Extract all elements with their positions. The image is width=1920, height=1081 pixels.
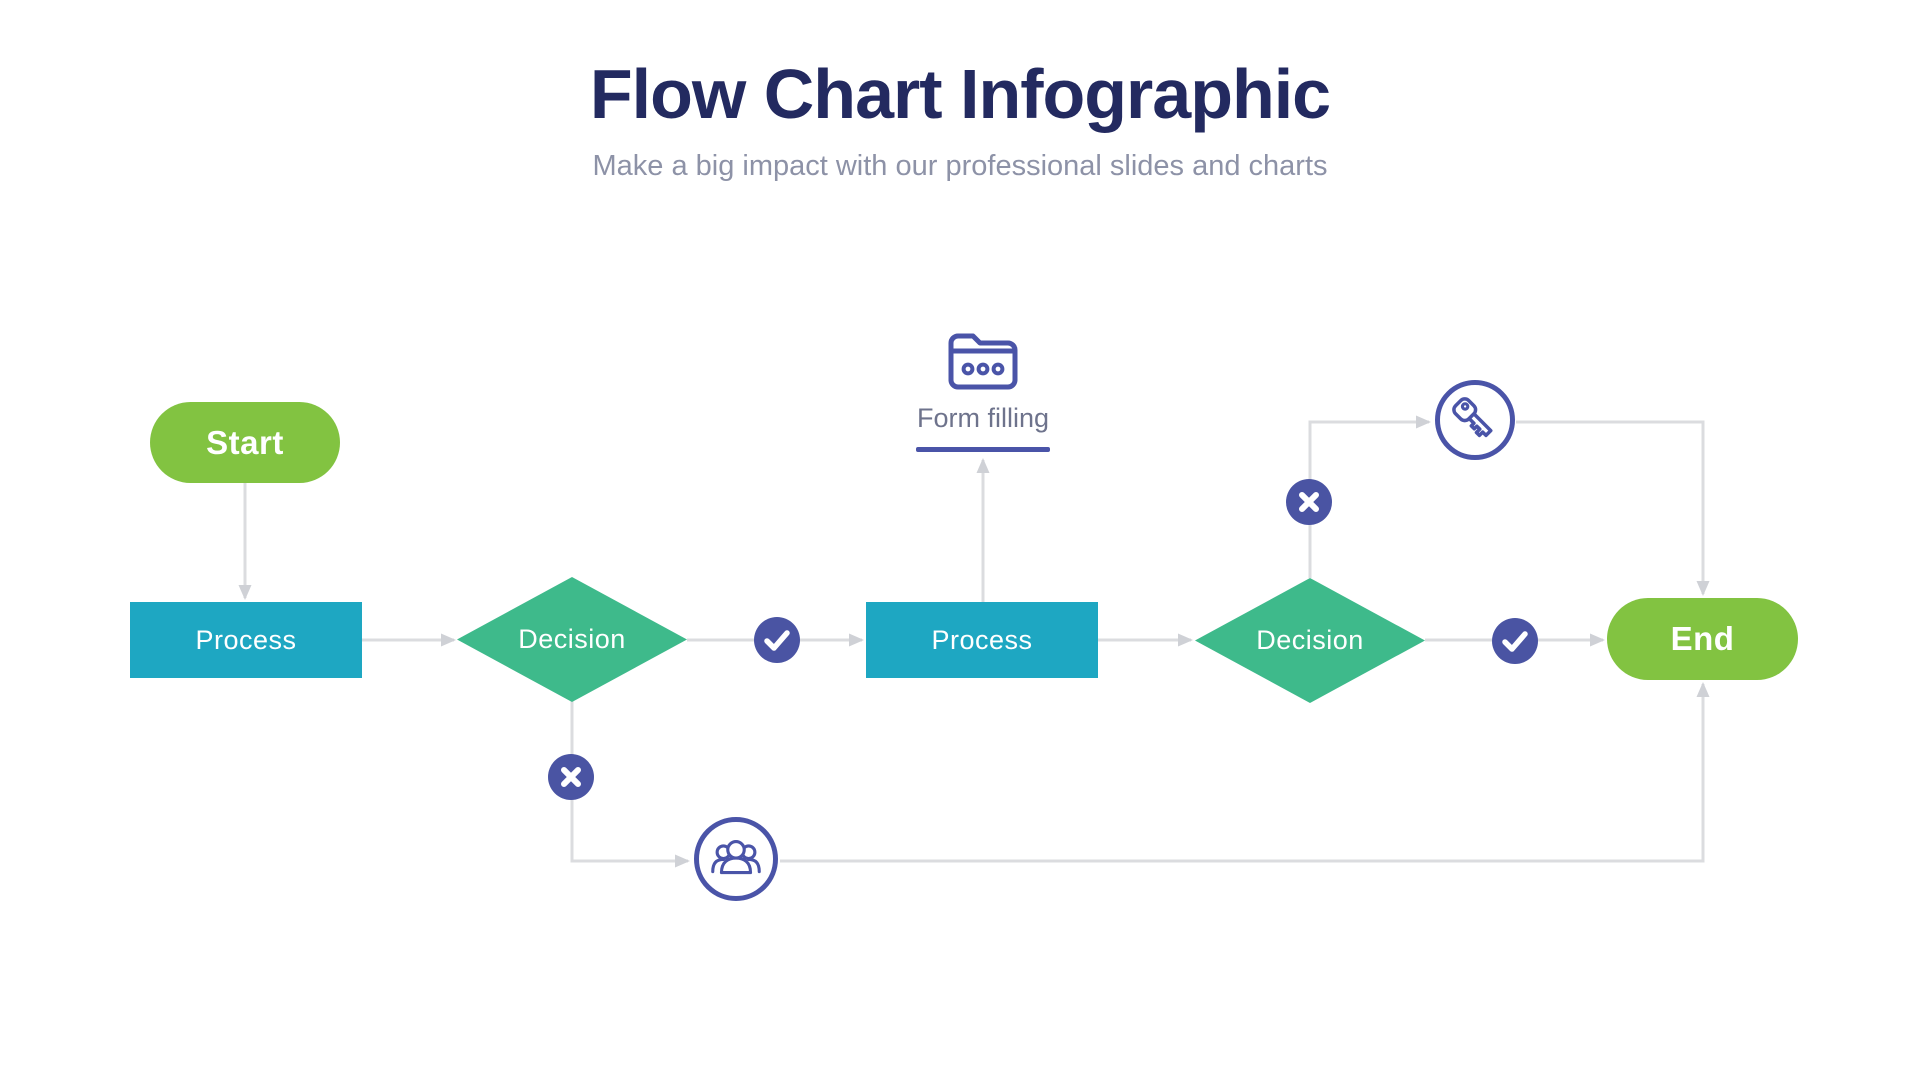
decision-node-2-label: Decision	[1256, 625, 1364, 655]
process-node-1-label: Process	[195, 624, 297, 655]
end-node-label: End	[1670, 620, 1735, 657]
process-node-1: Process	[130, 602, 362, 678]
page-subtitle: Make a big impact with our professional …	[592, 150, 1328, 182]
edge-key-end	[1516, 420, 1710, 596]
decision-node-1-label: Decision	[518, 624, 626, 654]
form-filling-label: Form filling	[916, 403, 1050, 433]
edge-decision2-key	[1308, 415, 1431, 578]
process-node-2-label: Process	[931, 624, 1033, 655]
key-icon	[1435, 380, 1515, 460]
start-node-label: Start	[206, 423, 284, 461]
page-title: Flow Chart Infographic	[589, 55, 1331, 133]
form-filling-underline	[916, 447, 1050, 452]
folder-icon	[945, 330, 1021, 392]
check-icon	[754, 617, 800, 663]
people-icon	[694, 817, 778, 901]
start-node: Start	[150, 402, 340, 483]
cross-icon	[1286, 479, 1332, 525]
process-node-2: Process	[866, 602, 1098, 678]
edge-decision1-people	[570, 700, 690, 868]
check-icon	[1492, 618, 1538, 664]
end-node: End	[1607, 598, 1798, 680]
cross-icon	[548, 754, 594, 800]
edge-people-end	[780, 682, 1710, 863]
